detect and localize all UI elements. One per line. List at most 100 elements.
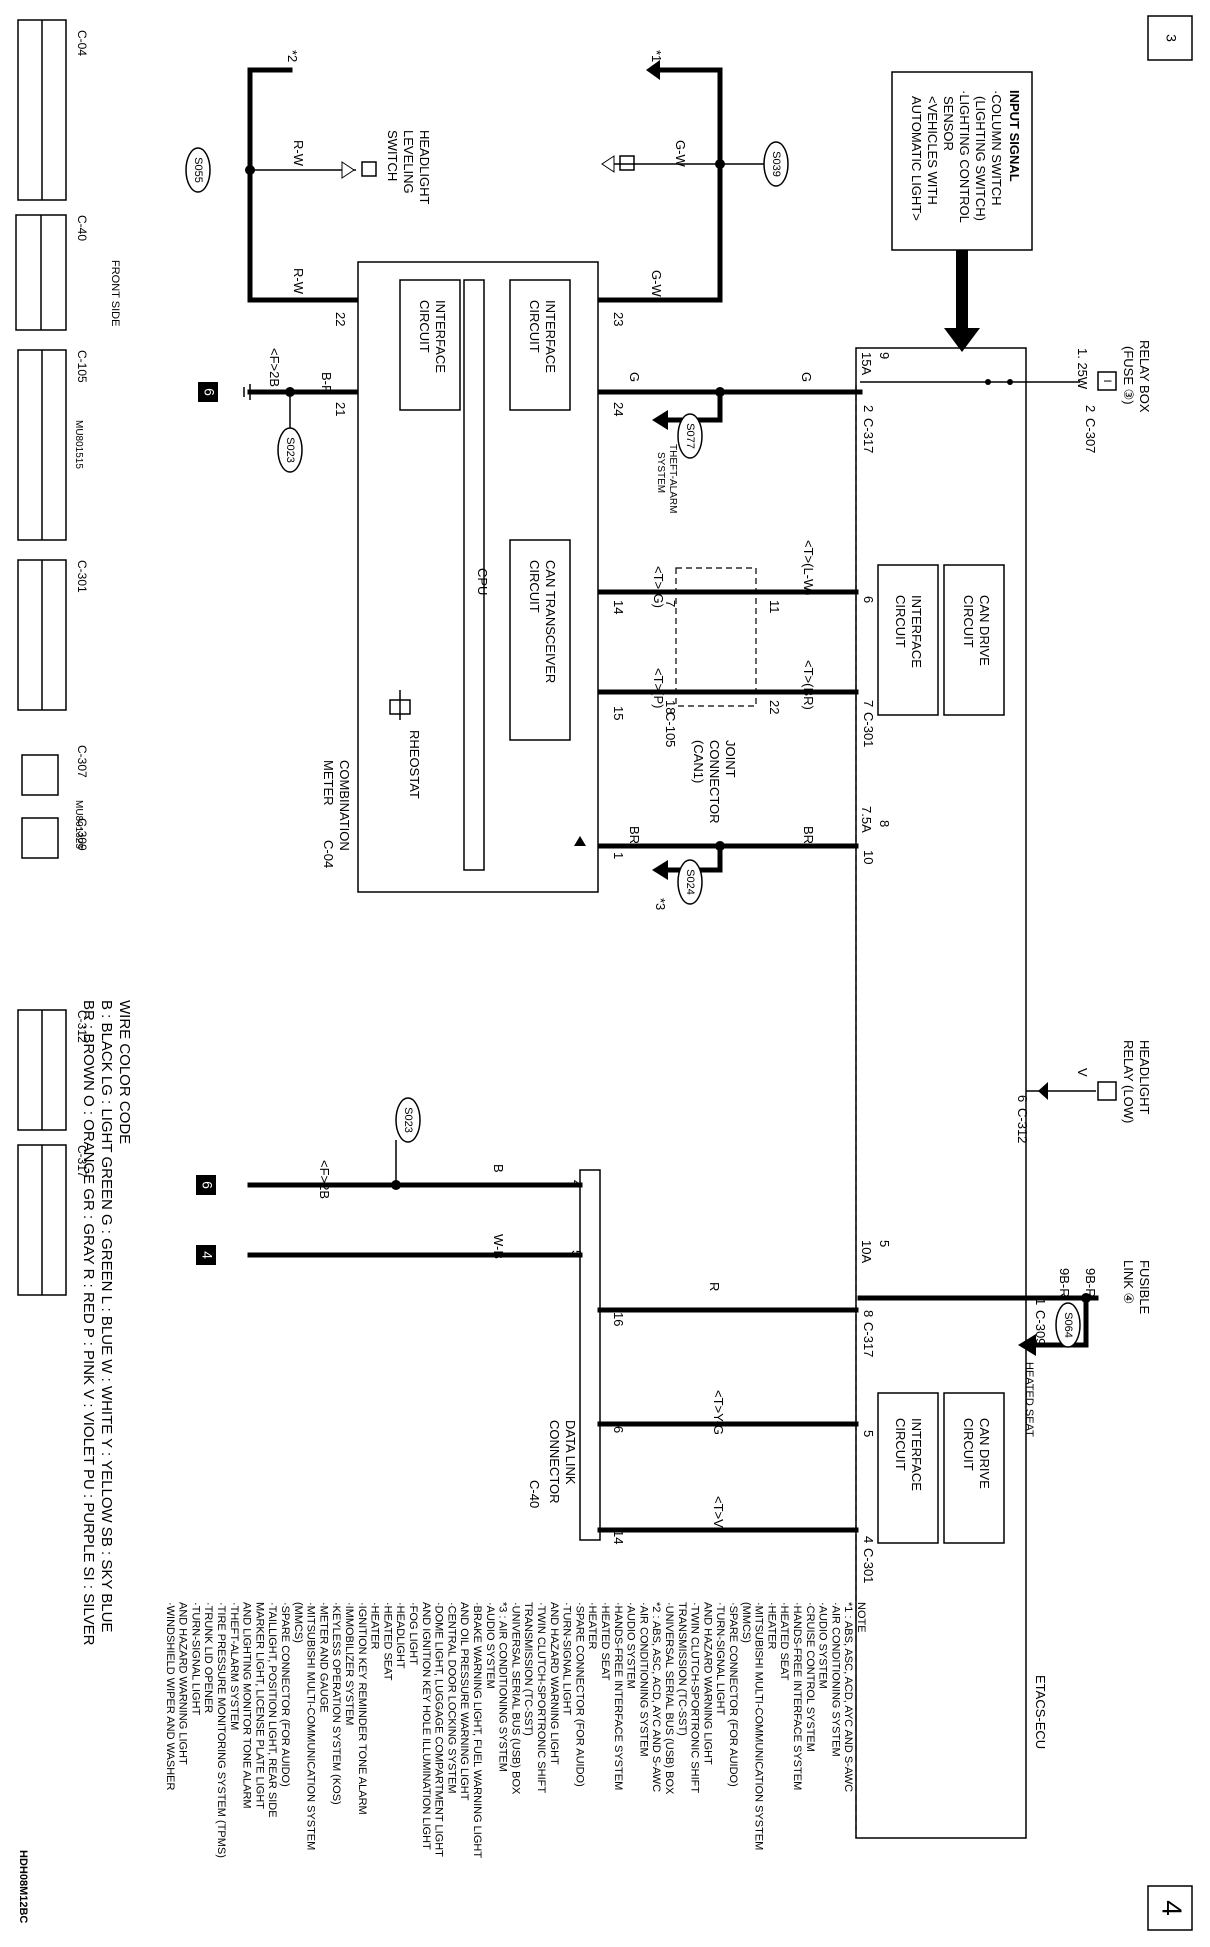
note-line: ·THEFT-ALARM SYSTEM xyxy=(228,1602,240,1730)
svg-text:METER: METER xyxy=(321,760,336,806)
note-line: AND HAZARD WARNING LIGHT xyxy=(701,1602,713,1765)
svg-text:DATA LINK: DATA LINK xyxy=(563,1420,578,1485)
svg-text:HEATED SEAT: HEATED SEAT xyxy=(1023,1362,1035,1437)
svg-text:HEADLIGHT: HEADLIGHT xyxy=(1137,1040,1152,1114)
note-line: ·TURN-SIGNAL LIGHT xyxy=(189,1602,201,1716)
svg-text:6: 6 xyxy=(199,1181,215,1189)
svg-text:G-W: G-W xyxy=(673,140,688,167)
svg-text:9B-R: 9B-R xyxy=(1083,1268,1098,1298)
svg-text:CAN TRANSCEIVER: CAN TRANSCEIVER xyxy=(543,560,558,683)
svg-text:10: 10 xyxy=(861,850,876,864)
note-line: ·HEATER xyxy=(765,1602,777,1650)
note-line: ·HEATED SEAT xyxy=(778,1602,790,1681)
note-line: ·HEATED SEAT xyxy=(381,1602,393,1681)
note-line: (MMCS) xyxy=(740,1602,752,1643)
svg-text:5: 5 xyxy=(877,1240,892,1247)
note-line: ·METER AND GAUGE xyxy=(317,1602,329,1713)
meter-can-transceiver: CAN TRANSCEIVER CIRCUIT xyxy=(509,539,571,741)
svg-text:WIRE COLOR CODE: WIRE COLOR CODE xyxy=(116,1000,133,1144)
svg-text:22: 22 xyxy=(767,700,782,714)
svg-text:C-317: C-317 xyxy=(861,418,876,453)
connector-table-c301: C-301 xyxy=(17,559,89,711)
note-line: ·HEATED SEAT xyxy=(599,1602,611,1681)
svg-text:7: 7 xyxy=(861,700,876,707)
note-line: ·AUDIO SYSTEM xyxy=(817,1602,829,1689)
data-link-connector: 4 5 16 6 14 DATA LINK CONNECTOR C-40 xyxy=(527,1169,626,1544)
svg-text:9B-R: 9B-R xyxy=(1057,1268,1072,1298)
svg-text:14: 14 xyxy=(611,1530,626,1544)
etacs-can-drive-1: CAN DRIVE CIRCUIT xyxy=(943,564,1005,716)
svg-text:RHEOSTAT: RHEOSTAT xyxy=(407,730,422,799)
note-line: ·SPARE CONNECTOR (FOR AUIDO) xyxy=(279,1602,291,1787)
svg-text:1. 25W: 1. 25W xyxy=(1075,348,1090,390)
svg-text:S064: S064 xyxy=(1062,1312,1074,1338)
svg-text:21: 21 xyxy=(333,402,348,416)
svg-text:*3: *3 xyxy=(653,898,668,910)
connector-table-c317: C-317 xyxy=(17,1144,89,1296)
svg-text:5: 5 xyxy=(861,1430,876,1437)
svg-text:C-04: C-04 xyxy=(75,30,89,56)
note-line: ·HEATER xyxy=(369,1602,381,1650)
svg-text:·COLUMN SWITCH: ·COLUMN SWITCH xyxy=(989,90,1004,206)
note-line: ·MITSUBISHI MULTI-COMMUNICATION SYSTEM xyxy=(753,1602,765,1850)
notes: NOTE*1 : ABS, ASC, ACD, AYC AND S-AWC·AI… xyxy=(164,1602,867,1858)
meter-rheostat: RHEOSTAT xyxy=(389,690,422,799)
note-line: ·TWIN CLUTCH-SPORTRONIC SHIFT xyxy=(535,1602,547,1793)
svg-text:FRONT SIDE: FRONT SIDE xyxy=(109,260,121,326)
svg-text:CIRCUIT: CIRCUIT xyxy=(961,595,976,648)
svg-text:COMBINATION: COMBINATION xyxy=(337,760,352,851)
fusible-link: FUSIBLE LINK ④ 9B-R 9B-R HEATED SEAT S06… xyxy=(857,1240,1152,1437)
svg-text:HEADLIGHT: HEADLIGHT xyxy=(417,130,432,204)
svg-text:B : BLACK LG : LIGHT GREEN: B : BLACK LG : LIGHT GREEN G : GREEN L :… xyxy=(98,1000,115,1632)
svg-text:*2: *2 xyxy=(285,50,300,62)
note-line: ·AUDIO SYSTEM xyxy=(484,1602,496,1689)
note-line: ·HEATER xyxy=(586,1602,598,1650)
svg-text:SYSTEM: SYSTEM xyxy=(655,452,666,493)
joint-connector-can1: 11 22 7 18 C-105 JOINT CONNECTOR (CAN1) xyxy=(663,567,782,824)
page-number-right: 4 xyxy=(1147,1885,1193,1931)
note-line: TRANSMISSION (TC-SST) xyxy=(676,1602,688,1736)
note-line: ·SPARE CONNECTOR (FOR AUIDO) xyxy=(727,1602,739,1787)
svg-text:R: R xyxy=(707,1282,722,1291)
connector-table-c105: C-105 MU801515 xyxy=(17,349,89,541)
svg-text:*1: *1 xyxy=(649,50,664,62)
note-line: AND IGNITION KEY HOLE ILLUMINATION LIGHT xyxy=(420,1602,432,1850)
svg-text:1: 1 xyxy=(611,852,626,859)
svg-text:<T>(G): <T>(G) xyxy=(651,566,666,608)
svg-text:C-105: C-105 xyxy=(663,712,678,747)
svg-text:BR: BR xyxy=(627,826,642,844)
svg-text:C-307: C-307 xyxy=(75,745,89,778)
etacs-pin-labels: 2 C-307 2 C-317 6 7 C-301 10 8 C-317 5 4… xyxy=(861,405,1098,1583)
note-line: AND LIGHTING MONITOR TONE ALARM xyxy=(241,1602,253,1809)
svg-text:S023: S023 xyxy=(284,437,296,463)
svg-text:22: 22 xyxy=(333,312,348,326)
svg-text:INTERFACE: INTERFACE xyxy=(909,595,924,668)
svg-text:6: 6 xyxy=(201,388,217,396)
note-line: ·IMMOBILIZER SYSTEM xyxy=(343,1602,355,1725)
svg-text:B-R: B-R xyxy=(319,372,334,394)
svg-text:2: 2 xyxy=(861,405,876,412)
svg-text:C-301: C-301 xyxy=(75,560,89,593)
note-line: ·TURN-SIGNAL LIGHT xyxy=(714,1602,726,1716)
svg-text:LINK ④: LINK ④ xyxy=(1121,1260,1136,1304)
note-line: ·HANDS-FREE INTERFACE SYSTEM xyxy=(791,1602,803,1790)
note-line: ·CENTRAL DOOR LOCKING SYSTEM xyxy=(445,1602,457,1794)
svg-text:C-312: C-312 xyxy=(1015,1108,1030,1143)
note-line: ·MITSUBISHI MULTI-COMMUNICATION SYSTEM xyxy=(305,1602,317,1850)
svg-text:SWITCH: SWITCH xyxy=(385,130,400,181)
svg-text:LEVELING: LEVELING xyxy=(401,130,416,194)
note-line: *2 : ABS, ASC, ACD, AYC AND S-AWC xyxy=(650,1602,662,1792)
svg-text:FUSIBLE: FUSIBLE xyxy=(1137,1260,1152,1315)
svg-text:R-W: R-W xyxy=(291,140,306,167)
svg-text:3: 3 xyxy=(1163,34,1179,42)
connector-table-c312: C-312 xyxy=(17,1009,89,1131)
svg-text:CONNECTOR: CONNECTOR xyxy=(707,740,722,824)
svg-text:7: 7 xyxy=(663,600,678,607)
svg-text:23: 23 xyxy=(611,312,626,326)
svg-text:I: I xyxy=(1101,379,1113,382)
note-line: AND HAZARD WARNING LIGHT xyxy=(548,1602,560,1765)
svg-text:S023: S023 xyxy=(402,1107,414,1133)
note-line: ·SPARE CONNECTOR (FOR AUIDO) xyxy=(573,1602,585,1787)
etacs-interface-2: INTERFACE CIRCUIT xyxy=(877,1392,939,1544)
relay-box: RELAY BOX (FUSE ③) I 1. 25W 9 15A xyxy=(859,340,1152,413)
